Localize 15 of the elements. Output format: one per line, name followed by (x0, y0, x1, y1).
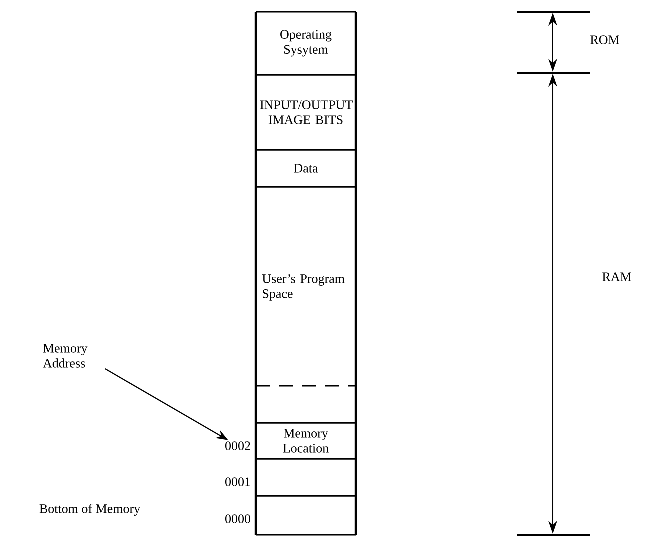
address-number: 0001 (226, 478, 250, 486)
dimension-label: RAM (602, 272, 632, 282)
memory-cell: Memory Location (254, 422, 358, 460)
address-number: 0002 (226, 442, 250, 450)
memory-cell (254, 458, 358, 497)
address-label: Memory Address (43, 344, 88, 368)
memory-label: Bottom of Memory (40, 504, 140, 516)
memory-cell: INPUT/OUTPUT IMAGE BITS (254, 74, 358, 151)
memory-cell: User’s Program Space (254, 186, 358, 387)
memory-cell: Data (254, 149, 358, 188)
dimension-label: ROM (590, 36, 620, 44)
memory-cell (254, 386, 358, 424)
memory-cell: Operating Sysytem (254, 11, 358, 76)
memory-cell (254, 495, 358, 536)
address-number: 0000 (226, 514, 250, 524)
